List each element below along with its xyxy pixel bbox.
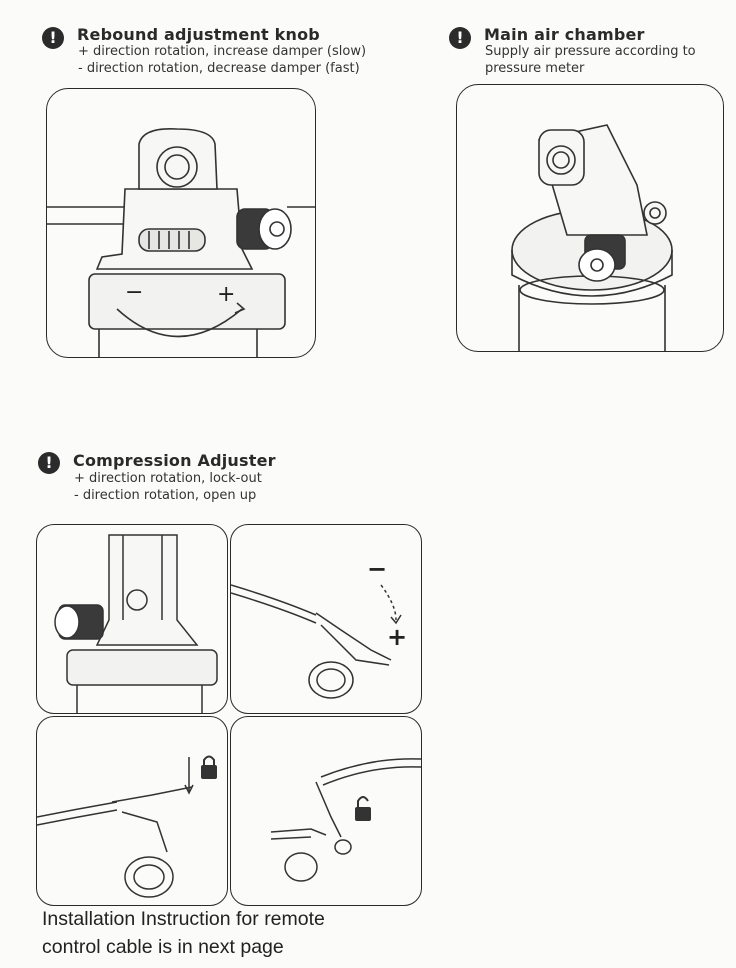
air-title: Main air chamber [484,25,645,44]
footer-line-2: control cable is in next page [42,936,284,958]
compression-line-plus: + direction rotation, lock-out [74,471,262,486]
warning-icon: ! [38,452,60,474]
rebound-minus-label: − [125,280,143,305]
compression-minus-label: − [367,555,387,583]
air-chamber-drawing [511,124,673,351]
rebound-knob-illustration: − + [46,88,316,358]
warning-icon: ! [42,27,64,49]
compression-title: Compression Adjuster [73,451,276,470]
compression-lever-drawing: − + [231,555,407,699]
air-line-2: pressure meter [485,61,585,76]
compression-body-drawing [54,534,218,713]
air-line-1: Supply air pressure according to [485,44,696,59]
footer-line-1: Installation Instruction for remote [42,908,325,930]
compression-unlock-illustration [230,716,422,906]
rebound-line-plus: + direction rotation, increase damper (s… [78,44,367,59]
compression-line-minus: - direction rotation, open up [74,488,257,503]
compression-lock-illustration [36,716,228,906]
rebound-title: Rebound adjustment knob [77,25,320,44]
compression-lever-illustration: − + [230,524,422,714]
warning-icon: ! [449,27,471,49]
rebound-line-minus: - direction rotation, decrease damper (f… [78,61,360,76]
air-chamber-illustration [456,84,724,352]
compression-unlock-drawing [270,758,421,882]
rebound-knob-drawing: − + [47,127,315,357]
rebound-plus-label: + [217,282,235,307]
compression-lock-drawing [37,755,217,898]
lock-open-icon [355,796,371,821]
compression-plus-label: + [387,623,407,651]
compression-body-illustration [36,524,228,714]
lock-closed-icon [201,755,217,779]
